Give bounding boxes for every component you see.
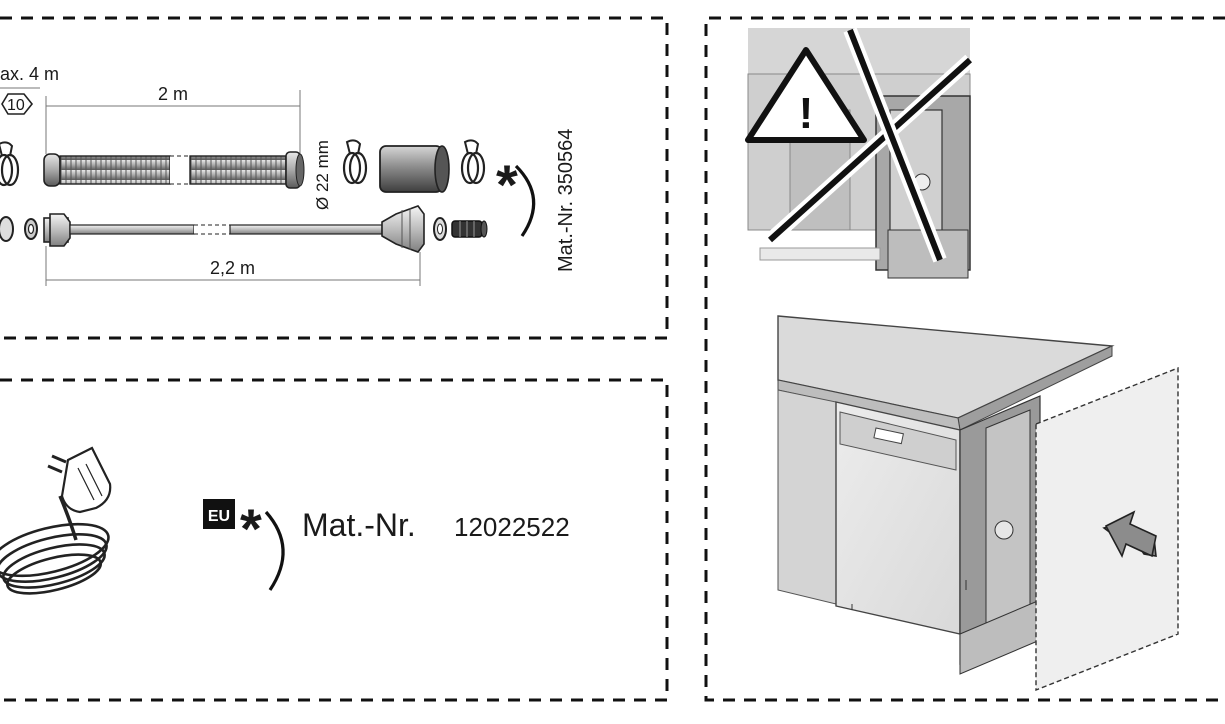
sleeve-clip-right-icon <box>460 139 486 185</box>
sleeve-clip-left-icon <box>342 139 368 185</box>
max-length-label: ax. 4 m <box>0 64 59 84</box>
installation-panel: ! <box>704 16 1225 702</box>
hose-clip-icon <box>0 141 20 187</box>
supply-hose-icon <box>43 205 425 253</box>
warning-triangle-icon: ! <box>745 47 867 143</box>
supply-end-washer-icon <box>433 217 447 241</box>
supply-length-label: 2,2 m <box>210 258 255 278</box>
cable-mat-label: Mat.-Nr. <box>302 507 416 543</box>
supply-washer-icon <box>0 216 38 242</box>
svg-text:10: 10 <box>7 97 25 114</box>
hose-bracket <box>514 164 536 237</box>
panel-border <box>0 16 669 340</box>
connector-sleeve-icon <box>379 145 450 193</box>
diameter-label: Ø 22 mm <box>313 140 332 210</box>
region-badge <box>203 499 235 529</box>
cable-asterisk: * <box>240 497 262 560</box>
hose-accessory-panel: ax. 4 m 10 2 m Ø <box>0 16 669 340</box>
cable-mat-number: 12022522 <box>454 512 570 542</box>
drain-hose-icon <box>43 151 305 189</box>
supply-filter-icon <box>451 220 488 238</box>
power-cable-icon <box>0 446 112 595</box>
part-number-badge: 10 <box>1 93 34 115</box>
panel-border <box>0 378 669 702</box>
cable-bracket <box>264 510 285 591</box>
hose-mat-number: Mat.-Nr. 350564 <box>555 129 577 272</box>
region-badge-label: EU <box>208 508 230 525</box>
svg-text:!: ! <box>799 89 814 138</box>
prohibition-cross-icon <box>765 27 975 263</box>
correct-installation-illustration <box>777 315 1115 675</box>
plug-icon <box>60 446 112 514</box>
hose-asterisk: * <box>496 153 518 216</box>
panel-border <box>704 16 1225 702</box>
hose-length-label: 2 m <box>158 84 188 104</box>
power-cable-panel: EU * Mat.-Nr. 12022522 <box>0 378 669 702</box>
push-arrow-icon <box>1102 510 1157 559</box>
